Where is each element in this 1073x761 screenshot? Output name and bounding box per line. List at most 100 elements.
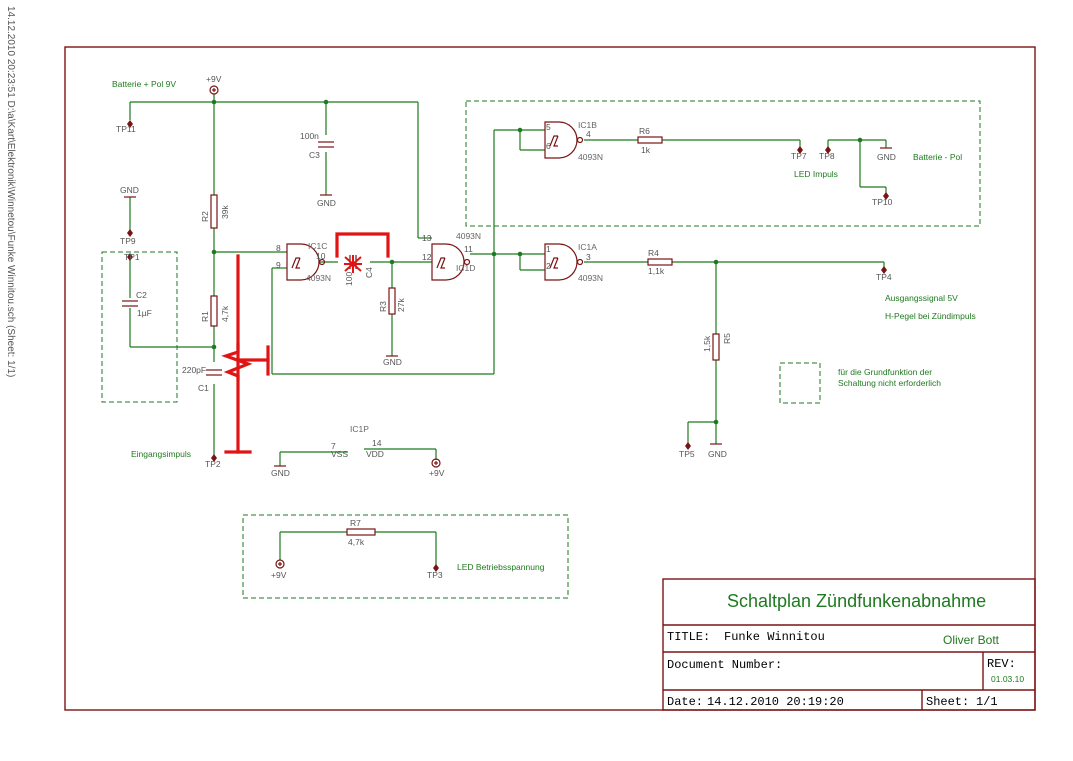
svg-text:8: 8 bbox=[276, 243, 281, 253]
resistor-r4: R4 1,1k bbox=[647, 248, 673, 276]
junction-dots bbox=[211, 99, 863, 425]
svg-text:14: 14 bbox=[372, 438, 382, 448]
svg-text:TP4: TP4 bbox=[876, 272, 892, 282]
svg-text:TP3: TP3 bbox=[427, 570, 443, 580]
svg-text:1µF: 1µF bbox=[137, 308, 152, 318]
svg-text:GND: GND bbox=[708, 449, 727, 459]
svg-text:1,5k: 1,5k bbox=[702, 335, 712, 352]
svg-text:1k: 1k bbox=[641, 145, 651, 155]
svg-text:R7: R7 bbox=[350, 518, 361, 528]
svg-text:1,1k: 1,1k bbox=[648, 266, 665, 276]
svg-text:11: 11 bbox=[464, 244, 473, 254]
note-output-signal: Ausgangssignal 5V bbox=[885, 293, 958, 303]
svg-text:3: 3 bbox=[586, 252, 591, 262]
capacitor-c3: 100n C3 bbox=[300, 131, 334, 160]
sheet-value: 1/1 bbox=[976, 695, 998, 709]
svg-text:Document Number:: Document Number: bbox=[667, 658, 782, 672]
group-box-led-supply bbox=[242, 514, 569, 599]
svg-text:9: 9 bbox=[276, 260, 281, 270]
svg-text:100n: 100n bbox=[300, 131, 319, 141]
svg-text:C1: C1 bbox=[198, 383, 209, 393]
gate-ic1a: 1 2 3 IC1A 4093N bbox=[544, 242, 603, 283]
capacitor-c1: 220pF C1 bbox=[182, 365, 222, 393]
note-led-pulse: LED Impuls bbox=[794, 169, 838, 179]
note-input-pulse: Eingangsimpuls bbox=[131, 449, 191, 459]
svg-text:IC1P: IC1P bbox=[350, 424, 369, 434]
note-h-level: H-Pegel bei Zündimpuls bbox=[885, 311, 976, 321]
gate-ic1c: 8 9 10 IC1C 4093N bbox=[276, 241, 331, 283]
svg-text:IC1A: IC1A bbox=[578, 242, 597, 252]
side-header: 14.12.2010 20:23:51 D:\a\Kart\Elektronik… bbox=[5, 6, 16, 377]
resistor-r1: R1 4,7k bbox=[200, 295, 230, 327]
svg-text:GND: GND bbox=[120, 185, 139, 195]
tp9: TP9 bbox=[120, 229, 136, 246]
group-box-led-pulse bbox=[465, 100, 981, 227]
svg-text:TP11: TP11 bbox=[116, 124, 136, 134]
svg-text:4093N: 4093N bbox=[578, 273, 603, 283]
svg-text:4093N: 4093N bbox=[306, 273, 331, 283]
tp3: TP3 bbox=[427, 564, 443, 580]
note-not-required-1: für die Grundfunktion der bbox=[838, 367, 932, 377]
tp7: TP7 bbox=[791, 146, 807, 161]
svg-text:R5: R5 bbox=[722, 333, 732, 344]
svg-text:TP9: TP9 bbox=[120, 236, 136, 246]
svg-text:VSS: VSS bbox=[331, 449, 348, 459]
svg-text:39k: 39k bbox=[220, 205, 230, 219]
svg-text:100: 100 bbox=[344, 272, 354, 286]
svg-text:4093N: 4093N bbox=[578, 152, 603, 162]
title-heading: Schaltplan Zündfunkenabnahme bbox=[727, 591, 986, 611]
svg-text:4: 4 bbox=[586, 129, 591, 139]
svg-text:TITLE:: TITLE: bbox=[667, 630, 710, 644]
title-value: Funke Winnitou bbox=[724, 630, 825, 644]
svg-text:4093N: 4093N bbox=[456, 231, 481, 241]
tp11: TP11 bbox=[116, 120, 136, 134]
annotations: Batterie + Pol 9V Eingangsimpuls LED Imp… bbox=[112, 79, 976, 572]
gate-ic1d: 13 12 11 4093N IC1D bbox=[422, 231, 481, 281]
supply-plus-9v-r7: +9V bbox=[271, 559, 287, 580]
svg-text:GND: GND bbox=[271, 468, 290, 478]
tp5: TP5 bbox=[679, 442, 695, 459]
resistor-r3: R3 27k bbox=[378, 287, 406, 315]
svg-text:IC1C: IC1C bbox=[308, 241, 327, 251]
drawing-frame bbox=[64, 46, 1036, 711]
note-battery-plus: Batterie + Pol 9V bbox=[112, 79, 176, 89]
svg-text:6: 6 bbox=[546, 141, 551, 151]
svg-text:TP5: TP5 bbox=[679, 449, 695, 459]
svg-text:C2: C2 bbox=[136, 290, 147, 300]
svg-text:IC1D: IC1D bbox=[456, 263, 475, 273]
svg-text:220pF: 220pF bbox=[182, 365, 206, 375]
svg-text:1: 1 bbox=[546, 244, 551, 254]
svg-text:TP10: TP10 bbox=[872, 197, 893, 207]
resistor-r7: R7 4,7k bbox=[346, 518, 376, 547]
svg-text:+9V: +9V bbox=[429, 468, 445, 478]
svg-text:TP8: TP8 bbox=[819, 151, 835, 161]
svg-text:TP7: TP7 bbox=[791, 151, 807, 161]
tp10: TP10 bbox=[872, 192, 893, 207]
capacitor-c2: C2 1µF bbox=[122, 290, 152, 318]
note-not-required-2: Schaltung nicht erforderlich bbox=[838, 378, 941, 388]
note-led-supply: LED Betriebsspannung bbox=[457, 562, 545, 572]
svg-text:VDD: VDD bbox=[366, 449, 384, 459]
title-block: Schaltplan Zündfunkenabnahme TITLE: Funk… bbox=[662, 578, 1036, 711]
svg-text:TP1: TP1 bbox=[124, 252, 140, 262]
svg-text:GND: GND bbox=[317, 198, 336, 208]
wires bbox=[129, 94, 887, 566]
tp8: TP8 bbox=[819, 146, 835, 161]
svg-text:C3: C3 bbox=[309, 150, 320, 160]
tp2: TP2 bbox=[205, 454, 221, 469]
resistor-r6: R6 1k bbox=[637, 126, 663, 155]
ic1p-power-unit: IC1P 7 VSS 14 VDD bbox=[331, 424, 384, 459]
svg-text:GND: GND bbox=[877, 152, 896, 162]
svg-text:REV:: REV: bbox=[987, 657, 1016, 671]
revision: 01.03.10 bbox=[991, 674, 1024, 684]
svg-text:TP2: TP2 bbox=[205, 459, 221, 469]
supply-plus-9v-top: +9V bbox=[206, 74, 222, 95]
gate-ic1b: 5 6 4 IC1B 4093N bbox=[544, 120, 603, 162]
red-modification-marks bbox=[221, 232, 390, 454]
svg-text:12: 12 bbox=[422, 252, 432, 262]
svg-text:R2: R2 bbox=[200, 211, 210, 222]
author: Oliver Bott bbox=[943, 633, 1000, 647]
group-box-c2 bbox=[101, 251, 178, 403]
svg-text:10: 10 bbox=[316, 251, 326, 261]
